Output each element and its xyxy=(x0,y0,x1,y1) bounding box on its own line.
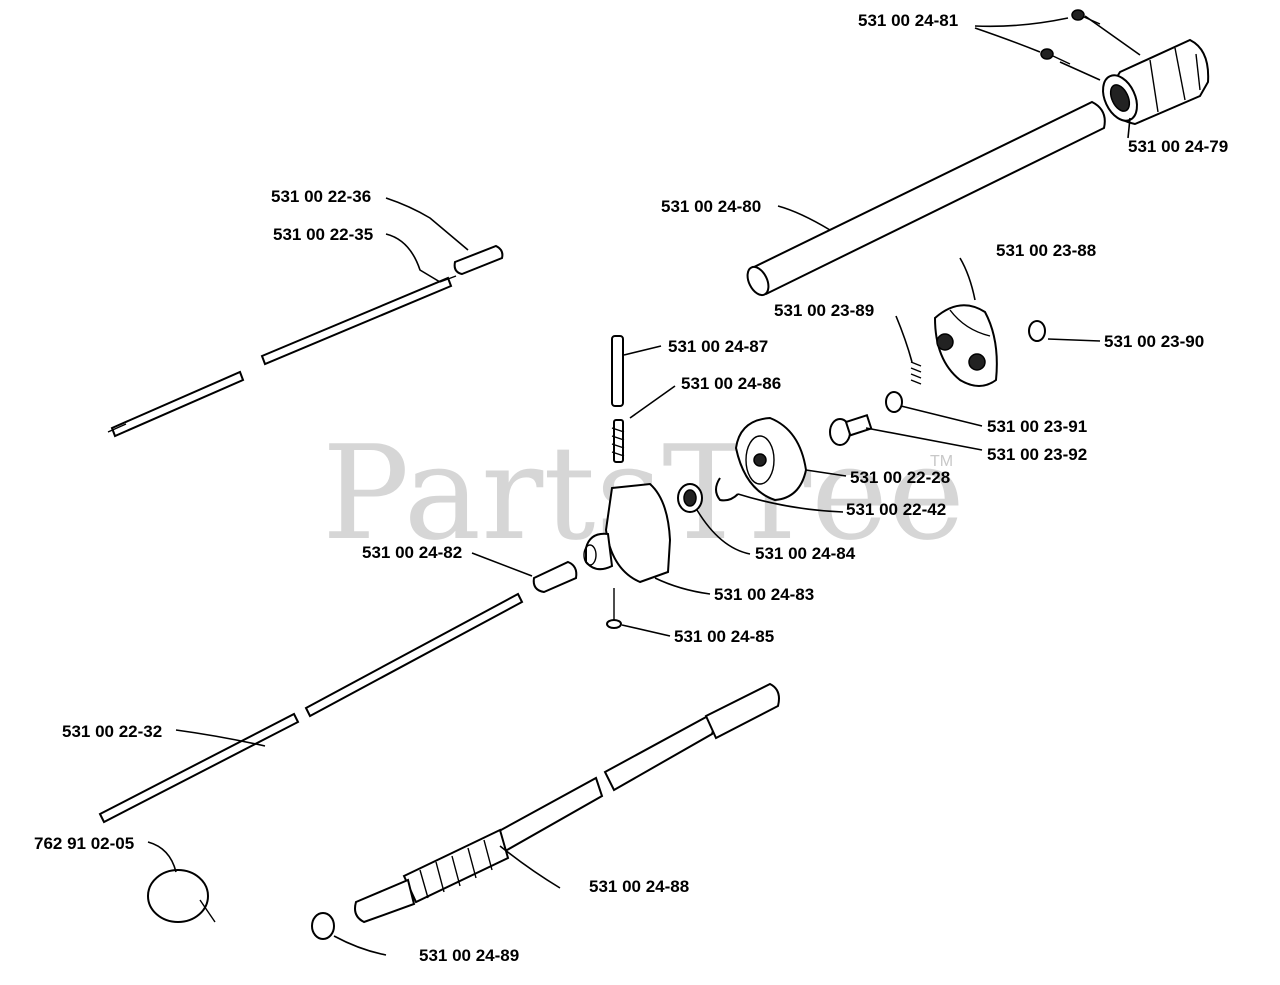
label-531-00-22-32: 531 00 22-32 xyxy=(62,722,162,741)
label-531-00-24-86: 531 00 24-86 xyxy=(681,374,781,393)
part-bearing-housing xyxy=(583,482,672,584)
label-531-00-23-92: 531 00 23-92 xyxy=(987,445,1087,464)
label-531-00-24-81: 531 00 24-81 xyxy=(858,11,958,30)
label-531-00-22-42: 531 00 22-42 xyxy=(846,500,946,519)
leader-lines xyxy=(147,15,1141,956)
part-coupling-housing xyxy=(1102,38,1210,126)
label-531-00-23-90: 531 00 23-90 xyxy=(1104,332,1204,351)
label-531-00-24-84: 531 00 24-84 xyxy=(755,544,856,563)
label-531-00-24-83: 531 00 24-83 xyxy=(714,585,814,604)
part-clutch-spring xyxy=(910,361,922,385)
label-531-00-24-85: 531 00 24-85 xyxy=(674,627,774,646)
part-upper-drive-shaft xyxy=(107,244,504,438)
part-pin-and-spring xyxy=(611,335,625,463)
label-531-00-24-88: 531 00 24-88 xyxy=(589,877,689,896)
watermark-trademark: TM xyxy=(930,453,953,470)
part-drive-tube xyxy=(746,100,1106,297)
part-bolt-23-92 xyxy=(829,413,873,446)
part-screw-24-85 xyxy=(606,588,622,629)
part-clutch-assembly xyxy=(933,304,998,387)
label-531-00-22-28: 531 00 22-28 xyxy=(850,468,950,487)
label-531-00-23-89: 531 00 23-89 xyxy=(774,301,874,320)
label-531-00-23-91: 531 00 23-91 xyxy=(987,417,1087,436)
label-762-91-02-05: 762 91 02-05 xyxy=(34,834,134,853)
part-washer-23-90 xyxy=(1028,320,1046,342)
label-531-00-22-36: 531 00 22-36 xyxy=(271,187,371,206)
part-shaft-liner xyxy=(354,682,780,924)
part-ring-24-89 xyxy=(311,912,335,940)
label-531-00-24-79: 531 00 24-79 xyxy=(1128,137,1228,156)
label-531-00-24-89: 531 00 24-89 xyxy=(419,946,519,965)
part-labels: 531 00 24-81 531 00 24-79 531 00 24-80 5… xyxy=(34,11,1228,965)
part-circlip xyxy=(715,477,739,502)
label-531-00-22-35: 531 00 22-35 xyxy=(273,225,373,244)
part-washer-23-91 xyxy=(885,391,903,413)
part-screws xyxy=(1040,9,1101,65)
label-531-00-24-87: 531 00 24-87 xyxy=(668,337,768,356)
label-531-00-23-88: 531 00 23-88 xyxy=(996,241,1096,260)
part-lower-drive-shaft xyxy=(98,592,524,824)
part-hose-clamp xyxy=(147,869,216,923)
label-531-00-24-80: 531 00 24-80 xyxy=(661,197,761,216)
part-coupling-24-82 xyxy=(532,560,578,594)
part-bearing xyxy=(677,483,703,513)
label-531-00-24-82: 531 00 24-82 xyxy=(362,543,462,562)
